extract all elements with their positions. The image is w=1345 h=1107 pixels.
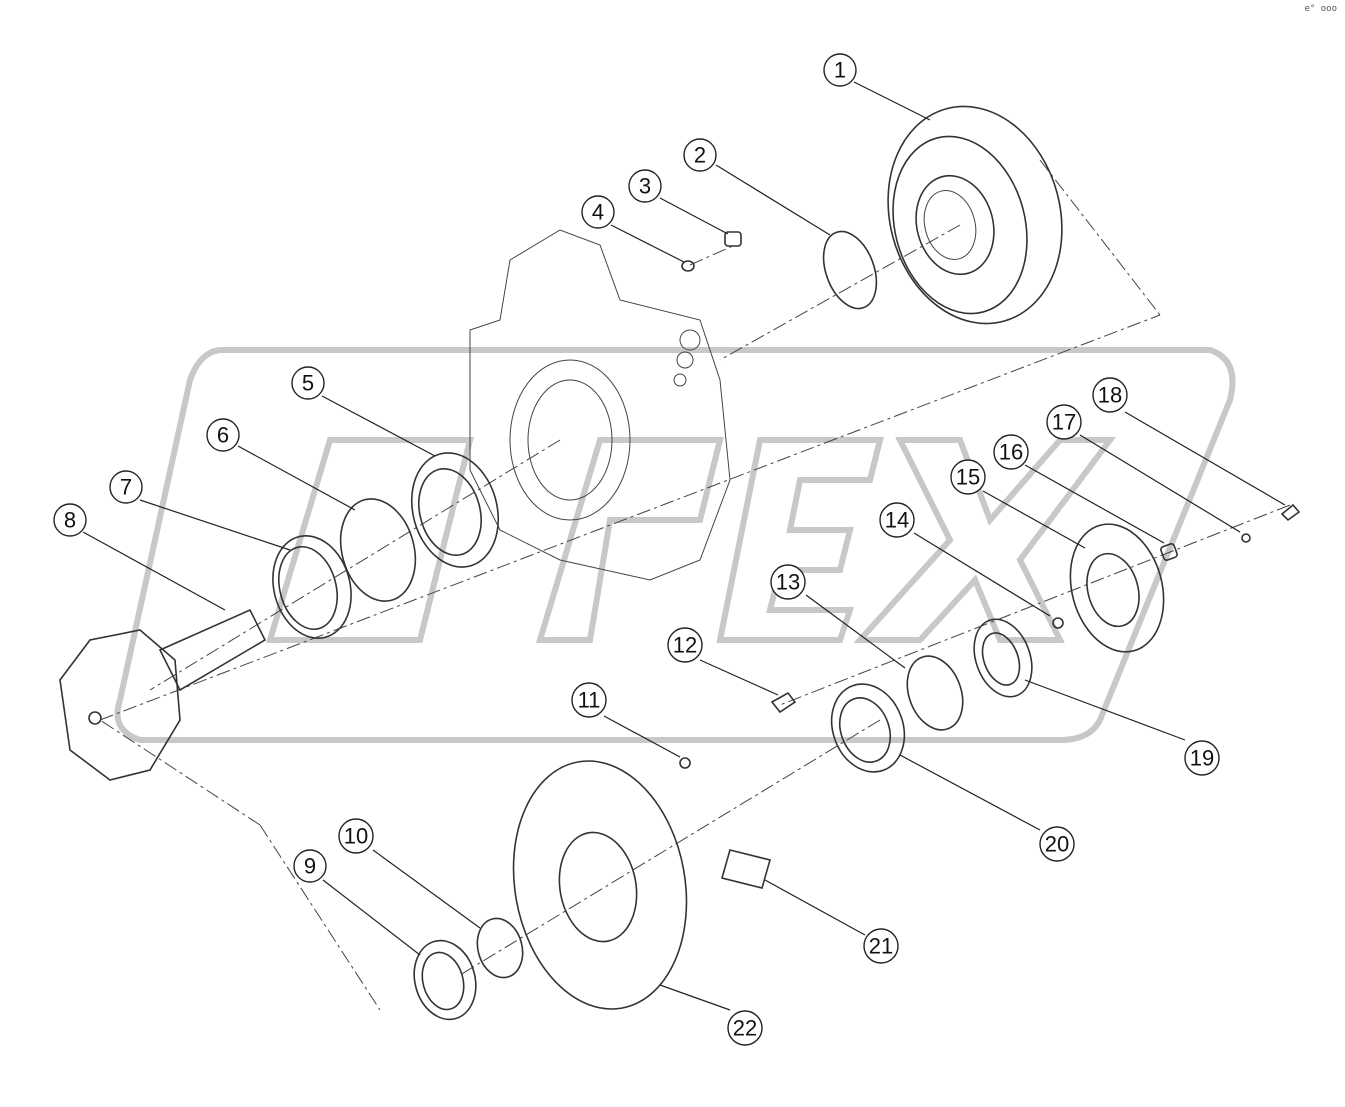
- part-2-snap-ring: [822, 230, 878, 310]
- part-10-o-ring: [476, 917, 524, 979]
- corner-mark: e° ooo: [1304, 4, 1337, 14]
- part-15-end-cover: [1069, 523, 1165, 653]
- callout-4: 4: [581, 195, 615, 229]
- callout-17: 17: [1046, 404, 1082, 440]
- callout-22: 22: [727, 1010, 763, 1046]
- opex-watermark: [114, 347, 1236, 743]
- part-19-nut: [973, 618, 1033, 698]
- callouts: 1 2 3 4 5 6 7 8 9 10 11 12 13 14 15 16 1…: [53, 53, 1220, 1046]
- assembly-axes: [99, 159, 1291, 1011]
- callout-11: 11: [571, 682, 607, 718]
- svg-text:15: 15: [956, 465, 980, 490]
- part-22-cover: [512, 760, 688, 1010]
- part-20-bearing: [830, 683, 906, 773]
- part-18-screw: [1280, 503, 1301, 522]
- part-8-pinion-shaft: [59, 608, 267, 781]
- gearbox-housing: [469, 229, 731, 581]
- callout-20: 20: [1039, 826, 1075, 862]
- svg-text:21: 21: [869, 934, 893, 959]
- part-4-washer: [681, 260, 695, 272]
- callout-2: 2: [683, 138, 717, 172]
- callout-3: 3: [628, 169, 662, 203]
- svg-text:19: 19: [1190, 746, 1214, 771]
- svg-text:5: 5: [302, 371, 314, 396]
- callout-7: 7: [109, 470, 143, 504]
- svg-text:13: 13: [776, 570, 800, 595]
- svg-text:1: 1: [834, 58, 846, 83]
- callout-10: 10: [338, 818, 374, 854]
- svg-text:9: 9: [304, 854, 316, 879]
- part-13-lock-washer: [906, 655, 964, 731]
- callout-1: 1: [823, 53, 857, 87]
- part-17-washer: [1241, 533, 1251, 543]
- svg-text:8: 8: [64, 508, 76, 533]
- part-6-o-ring: [339, 498, 417, 602]
- callout-14: 14: [879, 502, 915, 538]
- svg-text:14: 14: [885, 508, 909, 533]
- callout-13: 13: [770, 564, 806, 600]
- part-7-seal: [272, 535, 352, 639]
- svg-text:22: 22: [733, 1016, 757, 1041]
- part-11-nut: [679, 757, 691, 769]
- callout-18: 18: [1092, 377, 1128, 413]
- leader-lines: [82, 81, 1286, 1011]
- svg-text:6: 6: [217, 423, 229, 448]
- part-12-bolt: [770, 691, 797, 714]
- svg-text:3: 3: [639, 174, 651, 199]
- svg-text:16: 16: [999, 440, 1023, 465]
- part-21-label-plate: [721, 849, 771, 889]
- callout-15: 15: [950, 459, 986, 495]
- svg-text:2: 2: [694, 143, 706, 168]
- callout-21: 21: [863, 928, 899, 964]
- callout-8: 8: [53, 503, 87, 537]
- svg-text:20: 20: [1045, 832, 1069, 857]
- part-9-seal: [413, 939, 477, 1021]
- svg-text:10: 10: [344, 824, 368, 849]
- svg-text:12: 12: [673, 633, 697, 658]
- part-5-bearing: [410, 452, 500, 568]
- svg-text:11: 11: [578, 688, 601, 713]
- callout-9: 9: [293, 849, 327, 883]
- svg-text:4: 4: [592, 200, 604, 225]
- part-1-gear: [887, 105, 1063, 325]
- part-14-plug: [1052, 617, 1064, 629]
- part-3-plug: [724, 231, 742, 247]
- part-16-vent: [1160, 543, 1178, 561]
- callout-5: 5: [291, 366, 325, 400]
- callout-6: 6: [206, 418, 240, 452]
- svg-text:18: 18: [1098, 383, 1122, 408]
- callout-12: 12: [667, 627, 703, 663]
- svg-text:7: 7: [120, 475, 132, 500]
- callout-19: 19: [1184, 740, 1220, 776]
- svg-text:17: 17: [1052, 410, 1076, 435]
- callout-16: 16: [993, 434, 1029, 470]
